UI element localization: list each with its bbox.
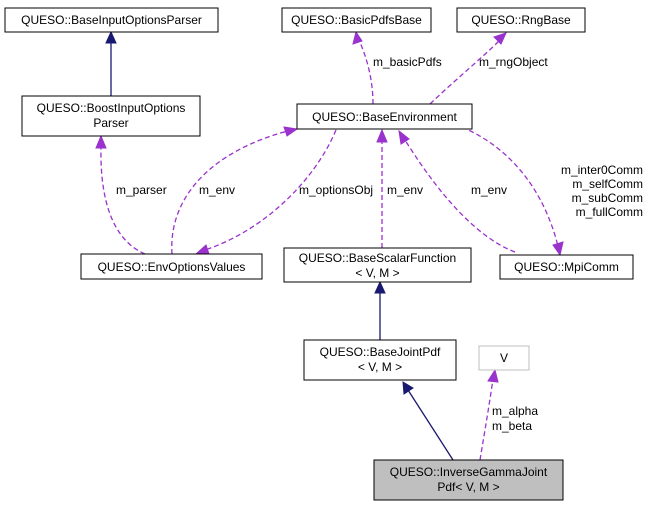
node-base-input-options-parser[interactable]: QUESO::BaseInputOptionsParser (4, 7, 219, 33)
svg-text:QUESO::EnvOptionsValues: QUESO::EnvOptionsValues (98, 260, 246, 274)
svg-text:QUESO::BaseInputOptionsParser: QUESO::BaseInputOptionsParser (21, 13, 202, 27)
svg-text:V: V (500, 351, 508, 365)
node-boost-input-options-parser[interactable]: QUESO::BoostInputOptions Parser (21, 95, 201, 137)
svg-text:QUESO::BoostInputOptions: QUESO::BoostInputOptions (37, 101, 186, 115)
node-base-scalar-function[interactable]: QUESO::BaseScalarFunction < V, M > (283, 247, 472, 283)
edge-optionsobj (194, 129, 337, 255)
svg-text:QUESO::BaseEnvironment: QUESO::BaseEnvironment (312, 110, 457, 124)
edge-comms (461, 126, 564, 257)
node-env-options-values[interactable]: QUESO::EnvOptionsValues (80, 253, 263, 280)
edge-jointpdf-to-scalarfunction (374, 280, 386, 340)
node-mpi-comm[interactable]: QUESO::MpiComm (499, 254, 634, 280)
svg-text:QUESO::BasicPdfsBase: QUESO::BasicPdfsBase (291, 13, 422, 27)
node-base-joint-pdf[interactable]: QUESO::BaseJointPdf < V, M > (303, 339, 457, 381)
edge-env-center (376, 128, 388, 248)
node-basic-pdfs-base[interactable]: QUESO::BasicPdfsBase (281, 7, 432, 33)
edge-inversegamma-to-jointpdf (402, 381, 454, 461)
svg-text:QUESO::InverseGammaJoint: QUESO::InverseGammaJoint (390, 465, 548, 479)
node-template-param-v[interactable]: V (478, 345, 530, 371)
svg-text:< V, M >: < V, M > (358, 360, 402, 374)
edge-boost-to-baseinputparser (105, 30, 117, 96)
svg-text:Parser: Parser (93, 116, 128, 130)
svg-text:QUESO::MpiComm: QUESO::MpiComm (514, 260, 619, 274)
edge-parser (95, 134, 146, 255)
edge-label-basicpdfs: m_basicPdfs (373, 55, 442, 69)
edge-env-right (398, 129, 516, 253)
edge-label-env-center: m_env (387, 183, 423, 197)
node-rng-base[interactable]: QUESO::RngBase (456, 7, 586, 33)
edge-label-parser: m_parser (116, 183, 167, 197)
edge-rngobject (429, 32, 507, 105)
edge-label-env-right: m_env (471, 183, 507, 197)
edge-label-env-left: m_env (199, 183, 235, 197)
svg-text:Pdf< V, M >: Pdf< V, M > (437, 480, 499, 494)
svg-text:QUESO::BaseJointPdf: QUESO::BaseJointPdf (320, 345, 441, 359)
svg-text:< V, M >: < V, M > (355, 266, 399, 280)
node-base-environment[interactable]: QUESO::BaseEnvironment (296, 103, 473, 130)
node-inverse-gamma-joint-pdf[interactable]: QUESO::InverseGammaJoint Pdf< V, M > (373, 459, 564, 501)
edge-basicpdfs (352, 30, 374, 105)
edge-alpha-beta (479, 368, 499, 461)
edge-label-rngobject: m_rngObject (479, 55, 548, 69)
edge-label-optionsobj: m_optionsObj (299, 183, 373, 197)
svg-text:QUESO::BaseScalarFunction: QUESO::BaseScalarFunction (299, 251, 456, 265)
edge-env-left (171, 126, 299, 255)
svg-text:QUESO::RngBase: QUESO::RngBase (471, 13, 571, 27)
